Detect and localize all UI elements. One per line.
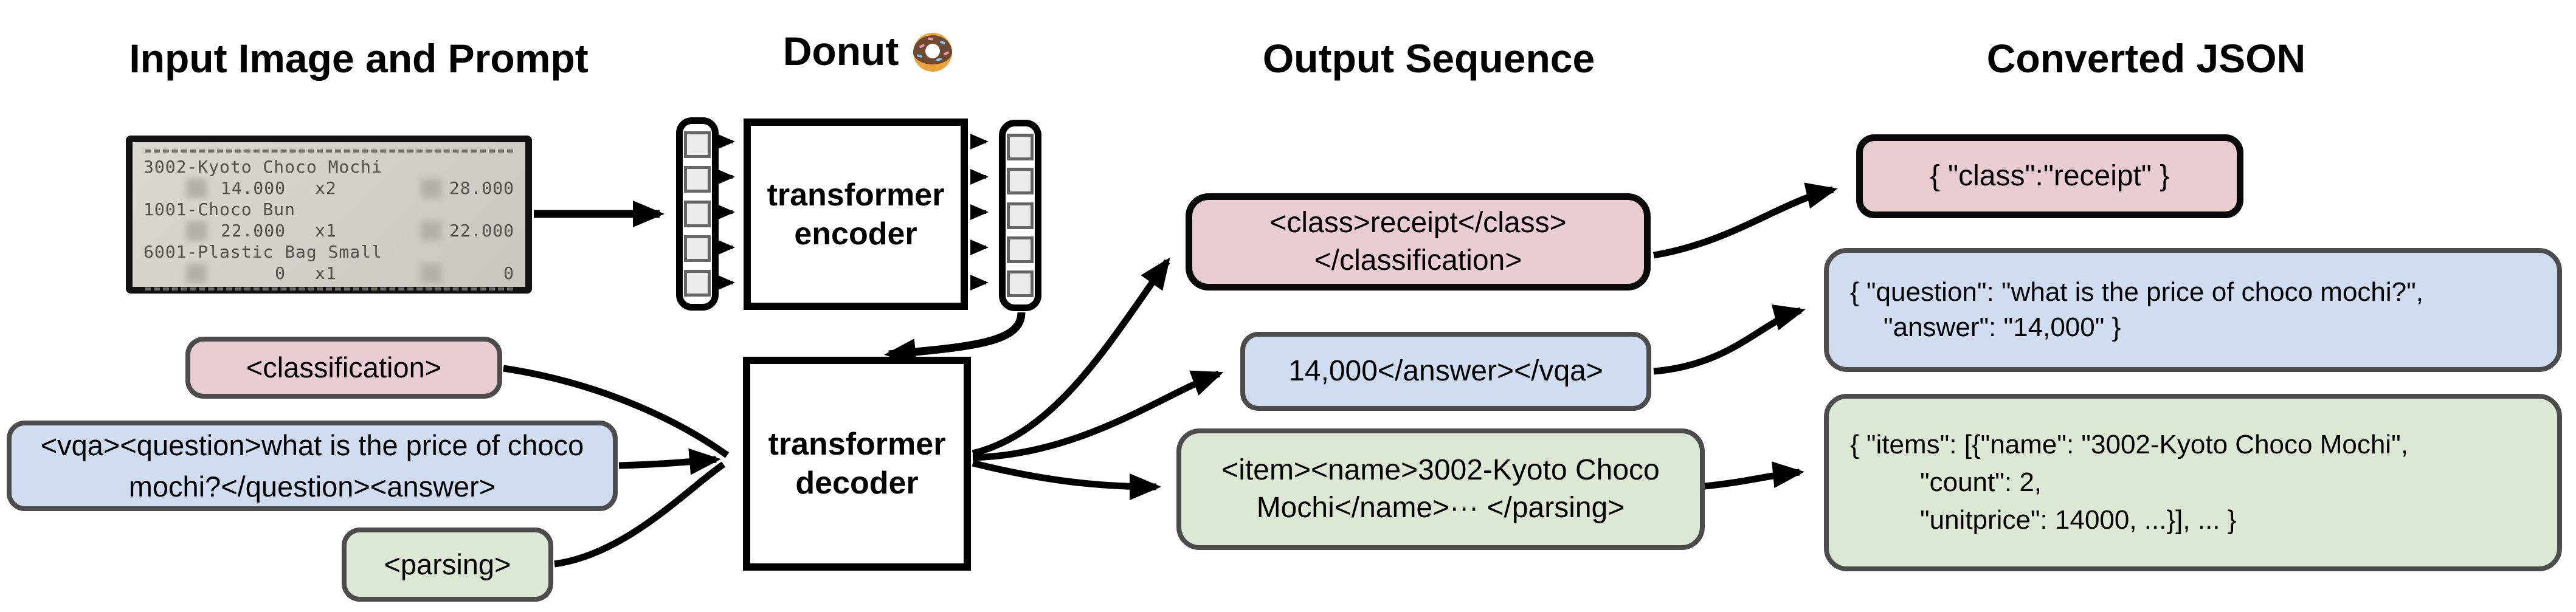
vqa-output-box: 14,000</answer></vqa>: [1240, 332, 1651, 411]
donut-icon: [913, 33, 953, 72]
receipt-item-qty: x2: [315, 178, 337, 198]
classification-output-line1: <class>receipt</class>: [1269, 207, 1567, 239]
decoder-label-line1: transformer: [768, 427, 946, 462]
receipt-item-amounts: 14.000 x2 28.000: [143, 177, 514, 199]
embedding-token: [1007, 168, 1034, 195]
classification-json-line1: { "class":"receipt" }: [1930, 160, 2170, 192]
parsing-json-box: { "items": [{"name": "3002-Kyoto Choco M…: [1824, 394, 2562, 571]
vqa-prompt-box: <vqa><question>what is the price of choc…: [7, 421, 618, 511]
receipt-image: 3002-Kyoto Choco Mochi 14.000 x2 28.000 1…: [126, 136, 532, 294]
patch-token: [684, 270, 711, 297]
parsing-json-line3: "unitprice": 14000, ...}], ... }: [1920, 505, 2237, 535]
embedding-token: [1007, 134, 1034, 160]
decoder-label-line2: decoder: [795, 466, 919, 501]
receipt-item-name: 1001-Choco Bun: [143, 199, 296, 219]
parsing-prompt-box: <parsing>: [342, 528, 553, 602]
receipt-item-price: 22.000: [220, 221, 286, 241]
parsing-output-box: <item><name>3002-Kyoto Choco Mochi</name…: [1176, 428, 1705, 550]
vqa-json-box: { "question": "what is the price of choc…: [1824, 248, 2562, 372]
classification-prompt-text: <classification>: [246, 351, 442, 383]
patch-token: [684, 131, 711, 158]
parsing-json-line1: { "items": [{"name": "3002-Kyoto Choco M…: [1850, 430, 2408, 459]
parsing-json-line2: "count": 2,: [1920, 467, 2042, 497]
redaction-blur: [186, 178, 207, 198]
parsing-prompt-text: <parsing>: [384, 548, 511, 580]
arrow-decoder-to-parsing-output: [972, 459, 1161, 500]
transformer-encoder-box: transformer encoder: [744, 119, 968, 310]
vqa-json-line2: "answer": "14,000" }: [1884, 312, 2121, 342]
receipt-item-total: 22.000: [449, 221, 514, 241]
transformer-decoder-box: transformer decoder: [743, 357, 971, 571]
receipt-item-price: 0: [275, 263, 286, 283]
encoder-label-line2: encoder: [794, 216, 917, 252]
classification-json-box: { "class":"receipt" }: [1856, 134, 2243, 218]
vqa-output-line1: 14,000</answer></vqa>: [1288, 355, 1603, 387]
model-title-text: Donut: [782, 29, 899, 74]
parsing-output-line1: <item><name>3002-Kyoto Choco: [1221, 454, 1660, 486]
patch-token: [684, 235, 711, 262]
model-column-title: Donut: [723, 28, 1015, 74]
redaction-blur: [421, 178, 441, 198]
redaction-blur: [186, 221, 207, 241]
embedding-token: [1007, 236, 1034, 263]
encoder-output-embeddings: [999, 120, 1041, 311]
arrow-parsing-output-to-json: [1704, 461, 1804, 490]
receipt-item-amounts: 22.000 x1 22.000: [143, 220, 514, 241]
receipt-item-price: 14.000: [220, 178, 286, 198]
output-column-title: Output Sequence: [1262, 36, 1595, 81]
arrow-embeddings-to-decoder: [884, 312, 1026, 366]
patch-token: [684, 166, 711, 193]
vqa-json-line1: { "question": "what is the price of choc…: [1850, 277, 2423, 307]
arrow-classification-output-to-json: [1653, 182, 1838, 259]
receipt-item-total: 0: [503, 263, 514, 283]
encoder-label-line1: transformer: [767, 177, 945, 213]
parsing-output-line2: Mochi</name>··· </parsing>: [1256, 492, 1625, 524]
classification-output-box: <class>receipt</class> </classification>: [1186, 193, 1651, 291]
receipt-item-name: 6001-Plastic Bag Small: [143, 242, 382, 262]
receipt-item-total: 28.000: [449, 178, 514, 198]
vqa-prompt-text: <vqa><question>what is the price of choc…: [40, 428, 584, 503]
receipt-item-amounts: 0 x1 0: [143, 263, 514, 284]
json-column-title: Converted JSON: [1986, 36, 2306, 81]
input-column-title: Input Image and Prompt: [129, 36, 589, 81]
receipt-item-name: 3002-Kyoto Choco Mochi: [143, 157, 382, 177]
classification-prompt-box: <classification>: [185, 337, 502, 399]
classification-output-line2: </classification>: [1314, 244, 1522, 277]
redaction-blur: [421, 221, 441, 241]
receipt-item-qty: x1: [315, 263, 337, 283]
input-patch-embeddings: [676, 117, 719, 311]
receipt-divider: [145, 287, 513, 291]
receipt-divider: [145, 150, 513, 153]
arrow-vqa-output-to-json: [1653, 304, 1806, 375]
embedding-token: [1007, 270, 1034, 297]
patch-token: [684, 201, 711, 227]
arrow-vqa-prompt-to-decoder: [618, 448, 721, 475]
redaction-blur: [186, 263, 207, 283]
redaction-blur: [421, 263, 441, 283]
receipt-item-qty: x1: [315, 221, 337, 241]
embedding-token: [1007, 202, 1034, 229]
